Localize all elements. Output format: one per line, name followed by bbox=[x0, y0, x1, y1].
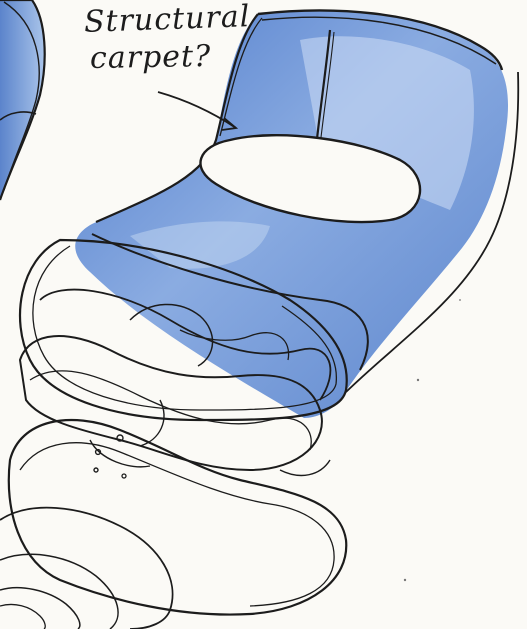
annotation-text-line1: Structural bbox=[83, 0, 250, 40]
left-blue-form bbox=[0, 0, 45, 200]
annotation-text-line2: carpet? bbox=[90, 39, 212, 76]
paper-specks bbox=[404, 299, 461, 581]
